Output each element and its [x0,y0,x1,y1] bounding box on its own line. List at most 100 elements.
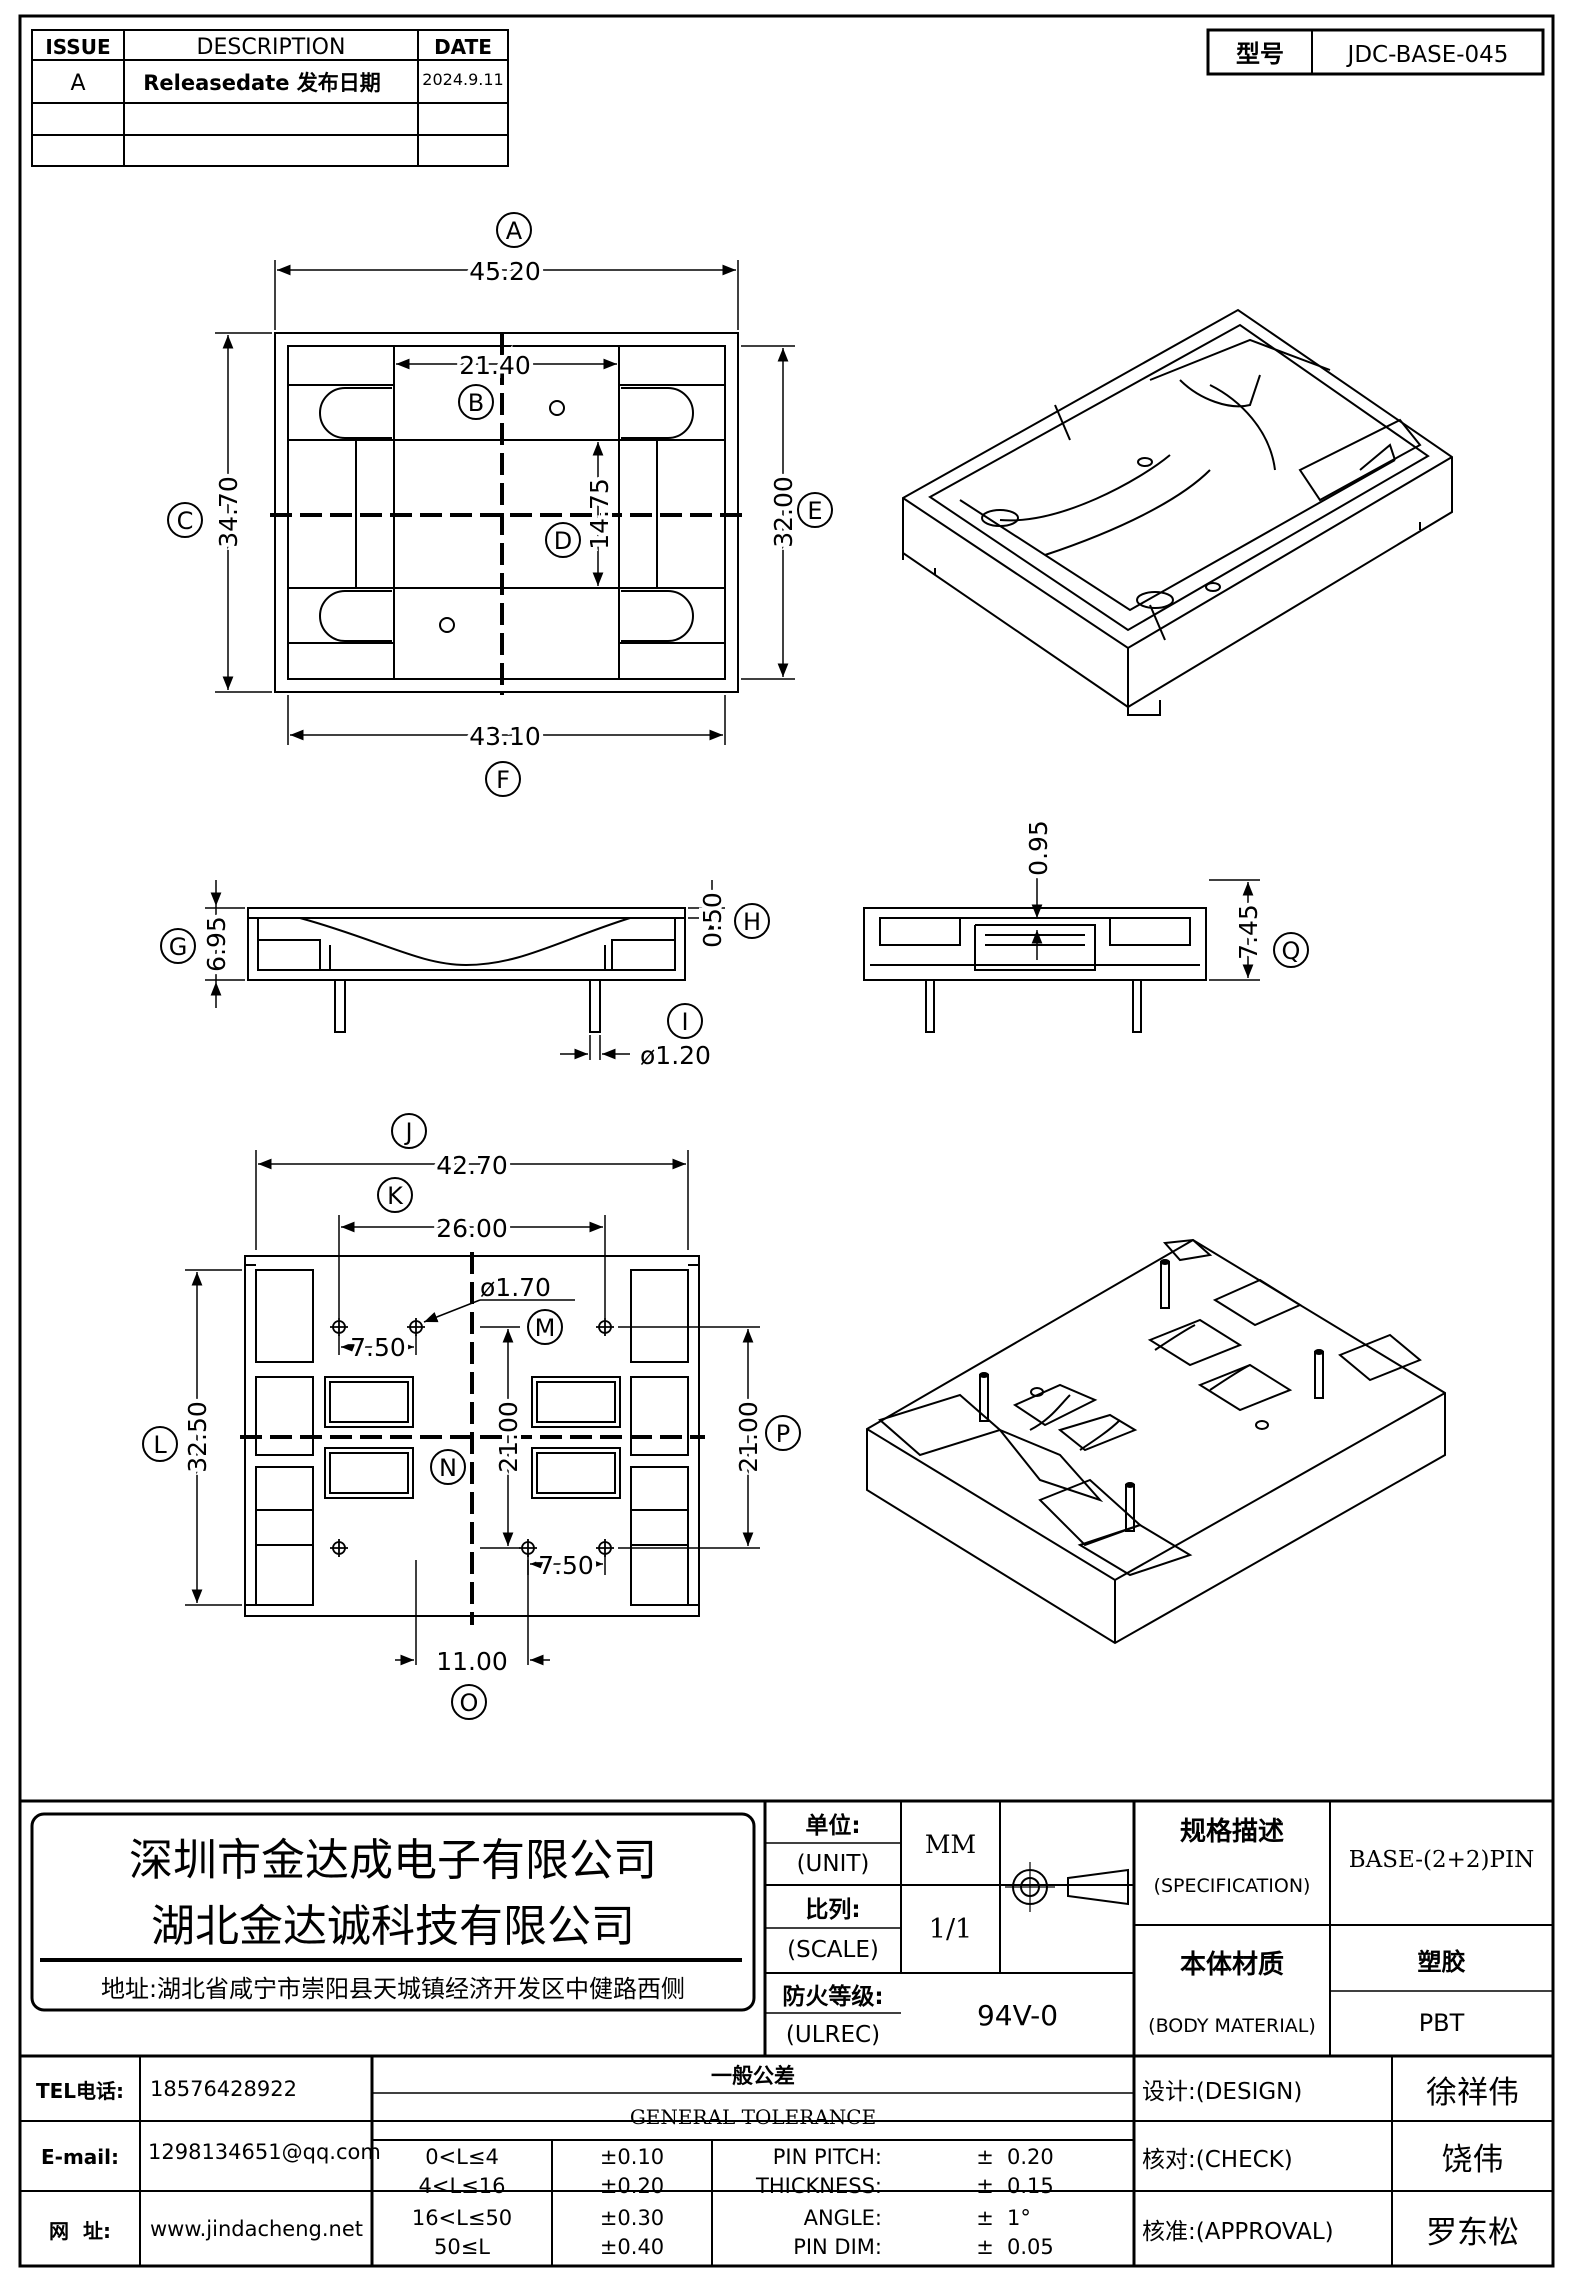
unit-label-en: (UNIT) [796,1851,870,1877]
design-name: 徐祥伟 [1426,2074,1519,2111]
dim-o-value: 11.00 [436,1647,508,1676]
front-view [247,907,686,1033]
dim-c-value: 34.70 [214,476,243,548]
check-name: 饶伟 [1441,2142,1504,2178]
tolerance-title-cn: 一般公差 [711,2064,795,2088]
material-label-cn: 本体材质 [1179,1949,1284,1980]
dim-l-value: 32.50 [183,1401,212,1473]
dim-pitch2-value: 7.50 [538,1551,594,1580]
dim-f-value: 43.10 [469,722,541,751]
tolerance-value-1: ±0.10 [599,2145,665,2169]
dim-q-value: 7.45 [1234,904,1263,960]
tolerance-value-3: ±0.30 [599,2206,665,2230]
material-value-en: PBT [1418,2009,1465,2037]
tolerance-value-4: ±0.40 [599,2235,665,2259]
spec-pin-pitch-label: PIN PITCH: [772,2145,882,2169]
scale-label-cn: 比列: [805,1897,861,1923]
spec-pin-dim-value: 0.05 [1007,2235,1054,2259]
balloon-i: I [681,1008,688,1036]
design-label: 设计:(DESIGN) [1142,2079,1303,2105]
spec-angle-sign: ± [976,2206,994,2230]
ulrec-label-cn: 防火等级: [782,1983,884,2010]
balloon-p: P [776,1420,790,1448]
spec-thickness-label: THICKNESS: [756,2174,882,2198]
balloon-l: L [153,1431,167,1459]
dim-m-value: ø1.70 [480,1273,551,1302]
company-name-2: 湖北金达诚科技有限公司 [151,1901,635,1952]
spec-thickness-sign: ± [976,2174,994,2198]
balloon-j: J [403,1118,412,1146]
revision-header-issue: ISSUE [45,35,110,59]
dim-pitch1-value: 7.50 [350,1333,406,1362]
top-view-balloons [167,212,833,797]
approval-label: 核准:(APPROVAL) [1142,2219,1334,2245]
balloon-e: E [807,497,822,525]
dim-p-value: 21.00 [734,1401,763,1473]
unit-label-cn: 单位: [805,1813,861,1839]
model-box [1206,28,1545,76]
dim-top-gap-value: 0.95 [1024,820,1053,876]
spec-angle-label: ANGLE: [803,2206,882,2230]
balloon-n: N [439,1454,457,1482]
side-view [863,907,1207,1033]
spec-pin-dim-label: PIN DIM: [793,2235,882,2259]
tolerance-range-4: 50≤L [433,2235,491,2259]
balloon-o: O [460,1689,479,1717]
balloon-g: G [169,933,188,961]
dim-i-value: ø1.20 [640,1041,711,1070]
balloon-f: F [496,766,510,794]
tolerance-range-2: 4<L≤16 [418,2174,506,2198]
dim-e-value: 32.00 [769,476,798,548]
balloon-a: A [506,217,523,245]
balloon-q: Q [1282,937,1301,965]
spec-pin-pitch-value: 0.20 [1007,2145,1054,2169]
dim-g-value: 6.95 [202,916,231,972]
dim-d-value: 14.75 [585,478,614,550]
title-block-lines [20,1799,1553,2266]
revision-header-date: DATE [434,35,492,59]
spec-thickness-value: 0.15 [1007,2174,1054,2198]
check-label: 核对:(CHECK) [1142,2146,1293,2173]
unit-value: MM [924,1829,977,1859]
web-label: 网 址: [49,2218,111,2243]
tolerance-range-3: 16<L≤50 [411,2206,513,2230]
dim-b-value: 21.40 [459,351,531,380]
tel-label: TEL电话: [35,2078,125,2103]
front-view-balloons [160,903,770,1039]
bottom-view-centerlines [240,1252,705,1625]
top-view-centerlines [270,333,745,695]
projection-symbol-icon [1005,1862,1129,1912]
front-view-dimension-lines [205,880,725,1060]
approval-name: 罗东松 [1426,2214,1519,2251]
revision-table [31,29,509,167]
balloon-b: B [468,389,484,417]
balloon-m: M [535,1314,556,1342]
dim-k-value: 26.00 [436,1214,508,1243]
side-view-dimension-lines [1031,860,1260,981]
dim-a-value: 45.20 [469,257,541,286]
tolerance-title-en: GENERAL TOLERANCE [629,2105,877,2129]
dim-n-value: 21.00 [494,1401,523,1473]
spec-angle-value: 1° [1007,2206,1031,2230]
spec-label-cn: 规格描述 [1179,1816,1284,1847]
tolerance-value-2: ±0.20 [599,2174,665,2198]
balloon-d: D [554,527,572,555]
tolerance-range-1: 0<L≤4 [425,2145,499,2169]
dim-h-value: 0.50 [698,892,727,948]
bottom-view-dimension-lines [185,1150,760,1666]
model-label: 型号 [1236,40,1284,68]
dim-j-value: 42.70 [436,1151,508,1180]
email-value: 1298134651@qq.com [148,2140,381,2164]
bottom-view-pins [330,1318,614,1557]
balloon-k: K [387,1182,404,1210]
side-view-balloons [1273,932,1309,968]
ulrec-label-en: (ULREC) [785,2022,881,2048]
spec-value: BASE-(2+2)PIN [1348,1847,1535,1873]
sheet-border [18,14,1555,2268]
revision-header-description: DESCRIPTION [197,35,346,60]
bottom-view-balloons [142,1113,801,1720]
company-name-1: 深圳市金达成电子有限公司 [129,1835,657,1886]
top-view-dimension-lines [215,260,795,745]
spec-pin-pitch-sign: ± [976,2145,994,2169]
